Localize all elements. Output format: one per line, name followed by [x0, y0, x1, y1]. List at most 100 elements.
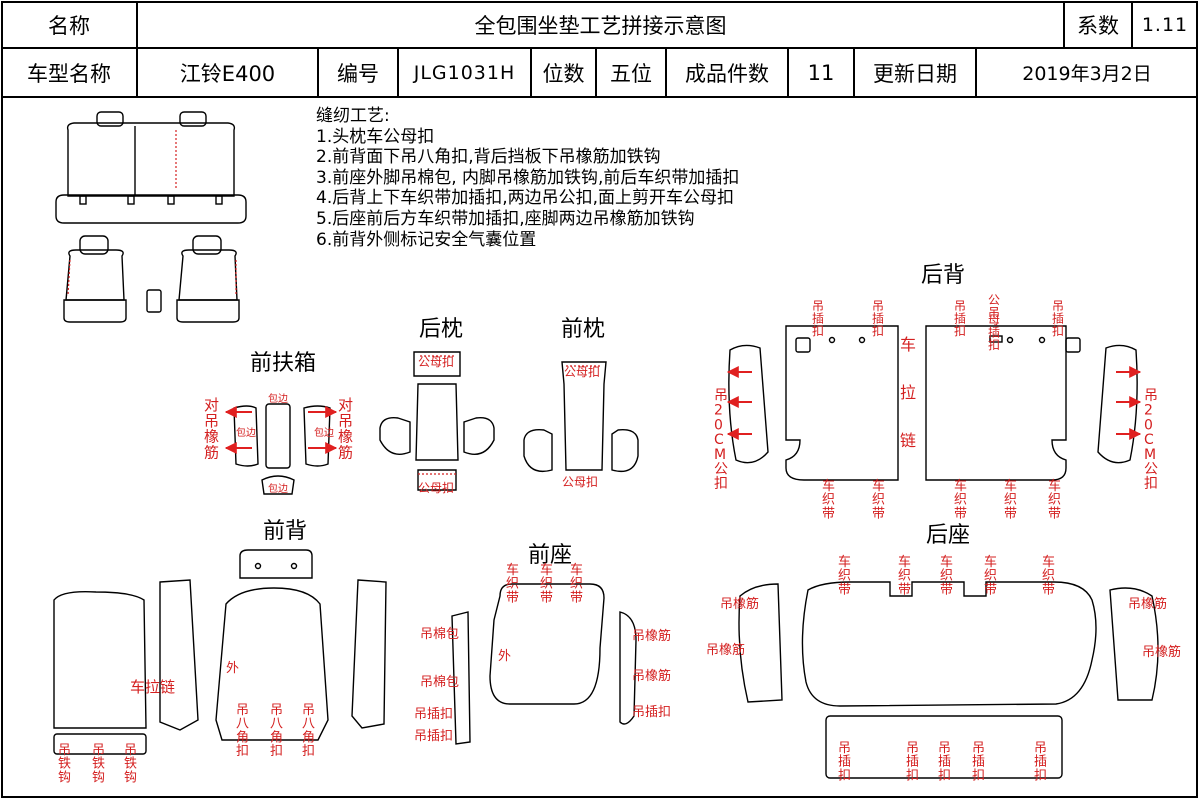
- note-item: 1.头枕车公母扣: [316, 126, 435, 147]
- front-pillow-pieces: [523, 361, 639, 473]
- rear-bench-preview: [55, 111, 247, 224]
- label-elastic: 吊橡筋: [632, 628, 671, 644]
- label-binding: 包边: [314, 426, 334, 439]
- front-back-pieces: [53, 549, 387, 755]
- label-snap-front-pillow-bottom: 公母扣: [562, 475, 598, 489]
- rear-pillow-pieces: [379, 351, 495, 491]
- divider: [1131, 1, 1133, 48]
- annotations: 对吊橡筋 对吊橡筋 包边 包边 包边 包边 公母扣 公母扣 公母扣 公母扣 吊插…: [58, 293, 1181, 785]
- label-buckle: 吊插扣: [906, 741, 919, 783]
- label-elastic: 吊橡筋: [1128, 596, 1167, 612]
- header-bottom-border: [1, 96, 1198, 98]
- label-iron-hook: 吊铁钩: [124, 743, 137, 785]
- divider: [975, 47, 977, 97]
- label-iron-hook: 吊铁钩: [92, 743, 105, 785]
- divider: [665, 47, 667, 97]
- label-buckle: 吊插扣: [838, 741, 851, 783]
- divider: [397, 47, 399, 97]
- label-webbing: 车织带: [1048, 478, 1061, 521]
- label-snap-rear-pillow-bottom: 公母扣: [418, 481, 454, 495]
- label-octagon-hook: 吊八角扣: [236, 703, 249, 759]
- label-zipper: 车拉链: [900, 335, 916, 450]
- label-buckle: 吊插扣: [812, 299, 824, 338]
- title-front-seat: 前座: [528, 543, 572, 568]
- title-front-pillow: 前枕: [561, 317, 605, 342]
- divider: [1063, 1, 1065, 48]
- seats-value: 五位: [610, 61, 652, 86]
- label-female-buckle: 母插扣: [988, 313, 1000, 352]
- divider: [317, 47, 319, 97]
- label-buckle: 吊插扣: [972, 741, 985, 783]
- label-webbing: 车织带: [898, 554, 911, 597]
- label-binding: 包边: [268, 392, 288, 405]
- label-webbing: 车织带: [838, 554, 851, 597]
- sewing-notes: 缝纫工艺: 1.头枕车公母扣 2.前背面下吊八角扣,背后挡板下吊橡筋加铁钩 3.…: [316, 106, 739, 250]
- date-label: 更新日期: [873, 61, 957, 86]
- model-label: 车型名称: [27, 61, 111, 86]
- label-webbing: 车织带: [940, 554, 953, 597]
- stitch-marks: [67, 130, 602, 475]
- label-male-hang: 公吊: [988, 293, 1000, 320]
- header-row-divider: [1, 47, 1198, 49]
- divider: [787, 47, 789, 97]
- label-webbing: 车织带: [1042, 554, 1055, 597]
- divider: [136, 47, 138, 97]
- label-octagon-hook: 吊八角扣: [302, 703, 315, 759]
- label-binding: 包边: [236, 426, 256, 439]
- title-rear-pillow: 后枕: [419, 317, 463, 342]
- title-rear-seat: 后座: [926, 523, 970, 548]
- label-webbing: 车织带: [1004, 478, 1017, 521]
- note-item: 6.前背外侧标记安全气囊位置: [316, 229, 537, 250]
- label-webbing: 车织带: [540, 562, 553, 605]
- pieces-label: 成品件数: [685, 61, 769, 86]
- divider: [136, 1, 138, 48]
- coefficient-value: 1.11: [1141, 13, 1189, 36]
- note-item: 5.后座前后方车织带加插扣,座脚两边吊橡筋加铁钩: [316, 208, 695, 229]
- title-rear-back: 后背: [921, 263, 965, 288]
- label-buckle: 吊插扣: [938, 741, 951, 783]
- label-snap-front-pillow-top: 公母扣: [564, 365, 600, 379]
- label-elastic: 吊橡筋: [720, 596, 759, 612]
- label-elastic: 吊橡筋: [632, 668, 671, 684]
- label-iron-hook: 吊铁钩: [58, 743, 71, 785]
- label-webbing: 车织带: [872, 478, 885, 521]
- label-webbing: 车织带: [570, 562, 583, 605]
- label-outside-front-seat: 外: [498, 649, 511, 664]
- label-armrest-left: 对吊橡筋: [204, 396, 219, 461]
- label-binding: 包边: [268, 482, 288, 495]
- divider: [853, 47, 855, 97]
- label-buckle: 吊插扣: [1034, 741, 1047, 783]
- note-item: 4.后背上下车织带加插扣,两边吊公扣,面上剪开车公母扣: [316, 188, 735, 209]
- front-seat-preview: [63, 235, 240, 323]
- title-front-armrest: 前扶箱: [250, 351, 316, 376]
- section-titles: 前扶箱 后枕 前枕 后背 前背 前座 后座: [250, 263, 970, 568]
- label-buckle-horizontal: 吊插扣: [414, 707, 453, 722]
- label-zipper-front-back: 车拉链: [130, 678, 175, 696]
- label-webbing: 车织带: [984, 554, 997, 597]
- label-elastic: 吊橡筋: [1142, 644, 1181, 660]
- label-octagon-hook: 吊八角扣: [270, 703, 283, 759]
- label-outside: 外: [226, 661, 239, 676]
- note-item: 3.前座外脚吊棉包, 内脚吊橡筋加铁钩,前后车织带加插扣: [316, 167, 740, 188]
- label-cotton-pad: 吊棉包: [420, 675, 459, 690]
- front-armrest-pieces: [233, 403, 331, 495]
- label-elastic: 吊橡筋: [706, 642, 745, 658]
- attachment-arrows: [224, 366, 1142, 454]
- rear-seat-pieces: [738, 581, 1159, 779]
- date-value: 2019年3月2日: [1022, 63, 1152, 85]
- label-buckle: 吊插扣: [954, 299, 966, 338]
- label-buckle-horizontal: 吊插扣: [414, 729, 453, 744]
- coefficient-label: 系数: [1077, 13, 1119, 38]
- notes-heading: 缝纫工艺:: [316, 106, 390, 126]
- rear-back-pieces: [728, 325, 1138, 481]
- name-label: 名称: [48, 13, 90, 38]
- label-webbing: 车织带: [822, 478, 835, 521]
- label-webbing: 车织带: [954, 478, 967, 521]
- code-value: JLG1031H: [413, 61, 516, 84]
- divider: [530, 47, 532, 97]
- label-buckle-horizontal: 吊插扣: [632, 705, 671, 720]
- seats-label: 位数: [542, 61, 585, 86]
